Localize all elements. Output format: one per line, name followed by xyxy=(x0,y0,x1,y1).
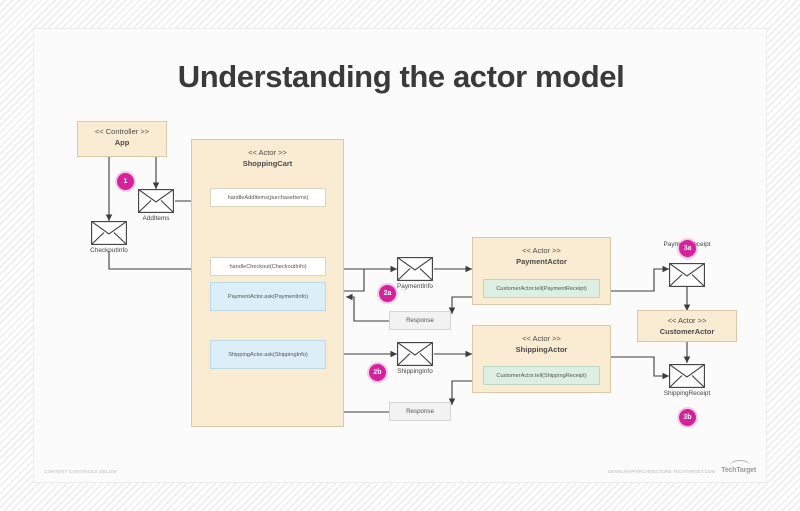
payment-actor-header: << Actor >> PaymentActor xyxy=(473,238,610,268)
customer-actor-box: << Actor >> CustomerActor xyxy=(637,310,737,342)
response-box-top: Response xyxy=(389,311,451,330)
call-shipping-actor-ask: ShippingActor.ask(ShippingInfo) xyxy=(210,340,326,369)
call-customer-actor-tell-payment: CustomerActor.tell(PaymentReceipt) xyxy=(483,279,600,298)
footer-left-text: CONTENT CONTINUES BELOW xyxy=(44,469,117,474)
payment-actor-stereotype: << Actor >> xyxy=(522,246,561,255)
envelope-add-items xyxy=(138,189,174,213)
envelope-label-shipping-receipt: ShippingReceipt xyxy=(663,390,711,397)
shoppingcart-header: << Actor >> ShoppingCart xyxy=(192,140,343,170)
method-handle-add-items: handleAddItems(purchaseItems) xyxy=(210,188,326,207)
customer-actor-name: CustomerActor xyxy=(659,326,715,336)
diagram-inner-canvas: Understanding the actor model xyxy=(33,28,767,483)
techtarget-swoosh-icon xyxy=(729,460,752,467)
response-box-bottom: Response xyxy=(389,402,451,421)
page-title: Understanding the actor model xyxy=(177,59,625,94)
envelope-shipping-receipt xyxy=(669,364,705,388)
controller-stereotype: << Controller >> xyxy=(94,127,150,136)
envelope-checkout-info xyxy=(91,221,127,245)
envelope-label-checkout-info: CheckoutInfo xyxy=(90,247,128,254)
shoppingcart-name: ShoppingCart xyxy=(242,159,293,169)
envelope-payment-receipt xyxy=(669,263,705,287)
shipping-actor-stereotype: << Actor >> xyxy=(522,334,561,343)
step-badge-3a: 3a xyxy=(679,240,696,257)
call-payment-actor-ask: PaymentActor.ask(PaymentInfo) xyxy=(210,282,326,311)
footer-right: SEARCHAPPARCHITECTURE.TECHTARGET.COM Tec… xyxy=(607,460,756,474)
method-handle-checkout: handleCheckout(CheckoutInfo) xyxy=(210,257,326,276)
shipping-actor-name: ShippingActor xyxy=(515,345,568,355)
payment-actor-name: PaymentActor xyxy=(516,257,567,267)
step-badge-3b: 3b xyxy=(679,409,696,426)
step-badge-2a: 2a xyxy=(379,285,396,302)
controller-app-box: << Controller >> App xyxy=(77,121,167,157)
step-badge-1: 1 xyxy=(117,173,134,190)
call-customer-actor-tell-shipping: CustomerActor.tell(ShippingReceipt) xyxy=(483,366,600,385)
envelope-payment-info xyxy=(397,257,433,281)
envelope-label-shipping-info: ShippingInfo xyxy=(397,368,433,375)
controller-name: App xyxy=(114,137,130,147)
techtarget-logo: TechTarget xyxy=(721,460,756,474)
customer-actor-stereotype: << Actor >> xyxy=(667,316,707,325)
envelope-label-add-items: AddItems xyxy=(142,215,170,222)
techtarget-logo-text: TechTarget xyxy=(721,467,756,474)
envelope-label-payment-info: PaymentInfo xyxy=(397,283,433,290)
shipping-actor-header: << Actor >> ShippingActor xyxy=(473,326,610,356)
footer-right-text: SEARCHAPPARCHITECTURE.TECHTARGET.COM xyxy=(607,469,716,474)
step-badge-2b: 2b xyxy=(369,364,386,381)
shoppingcart-stereotype: << Actor >> xyxy=(248,148,287,157)
envelope-shipping-info xyxy=(397,342,433,366)
